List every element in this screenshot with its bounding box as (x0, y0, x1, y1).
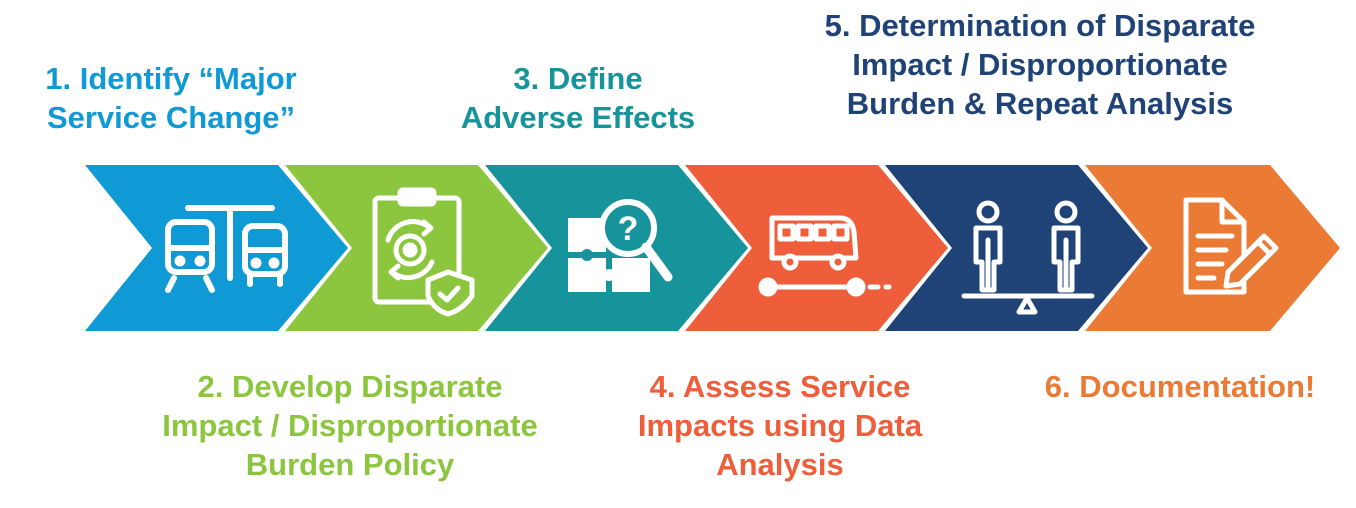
step-2-label-line-3: Burden Policy (245, 447, 455, 482)
step-6-label: 6. Documentation! (1010, 367, 1350, 406)
step-4-label: 4. Assess Service Impacts using Data Ana… (590, 367, 970, 484)
step-3-label-line-1: 3. Define (513, 61, 643, 96)
step-2-label-line-2: Impact / Disproportionate (162, 408, 538, 443)
step-5-label: 5. Determination of Disparate Impact / D… (770, 6, 1310, 123)
step-2-label: 2. Develop Disparate Impact / Disproport… (130, 367, 570, 484)
step-3-label: 3. Define Adverse Effects (428, 59, 728, 137)
step-5-label-line-3: Burden & Repeat Analysis (846, 86, 1234, 121)
step-3-label-line-2: Adverse Effects (460, 100, 696, 135)
step-5-label-line-1: 5. Determination of Disparate (824, 8, 1256, 43)
step-1-label-line-1: 1. Identify “Major (45, 61, 297, 96)
document-pen-icon (1183, 197, 1279, 295)
step-1-label: 1. Identify “Major Service Change” (6, 59, 336, 137)
chevron-step-1 (85, 165, 348, 331)
chevron-step-4 (685, 165, 948, 331)
step-4-label-line-2: Impacts using Data (637, 408, 923, 443)
bus-route-icon (758, 215, 892, 297)
puzzle-search-icon: ? (568, 199, 673, 292)
chevron-step-5 (885, 165, 1148, 331)
policy-clipboard-icon (372, 187, 475, 317)
step-2-label-line-1: 2. Develop Disparate (197, 369, 503, 404)
people-balance-icon (961, 200, 1095, 315)
svg-text:?: ? (618, 210, 639, 248)
step-6-label-line-1: 6. Documentation! (1044, 369, 1316, 404)
step-4-label-line-1: 4. Assess Service (649, 369, 911, 404)
step-1-label-line-2: Service Change” (46, 100, 296, 135)
step-5-label-line-2: Impact / Disproportionate (852, 47, 1228, 82)
step-4-label-line-3: Analysis (716, 447, 844, 482)
transit-icon (165, 205, 288, 293)
